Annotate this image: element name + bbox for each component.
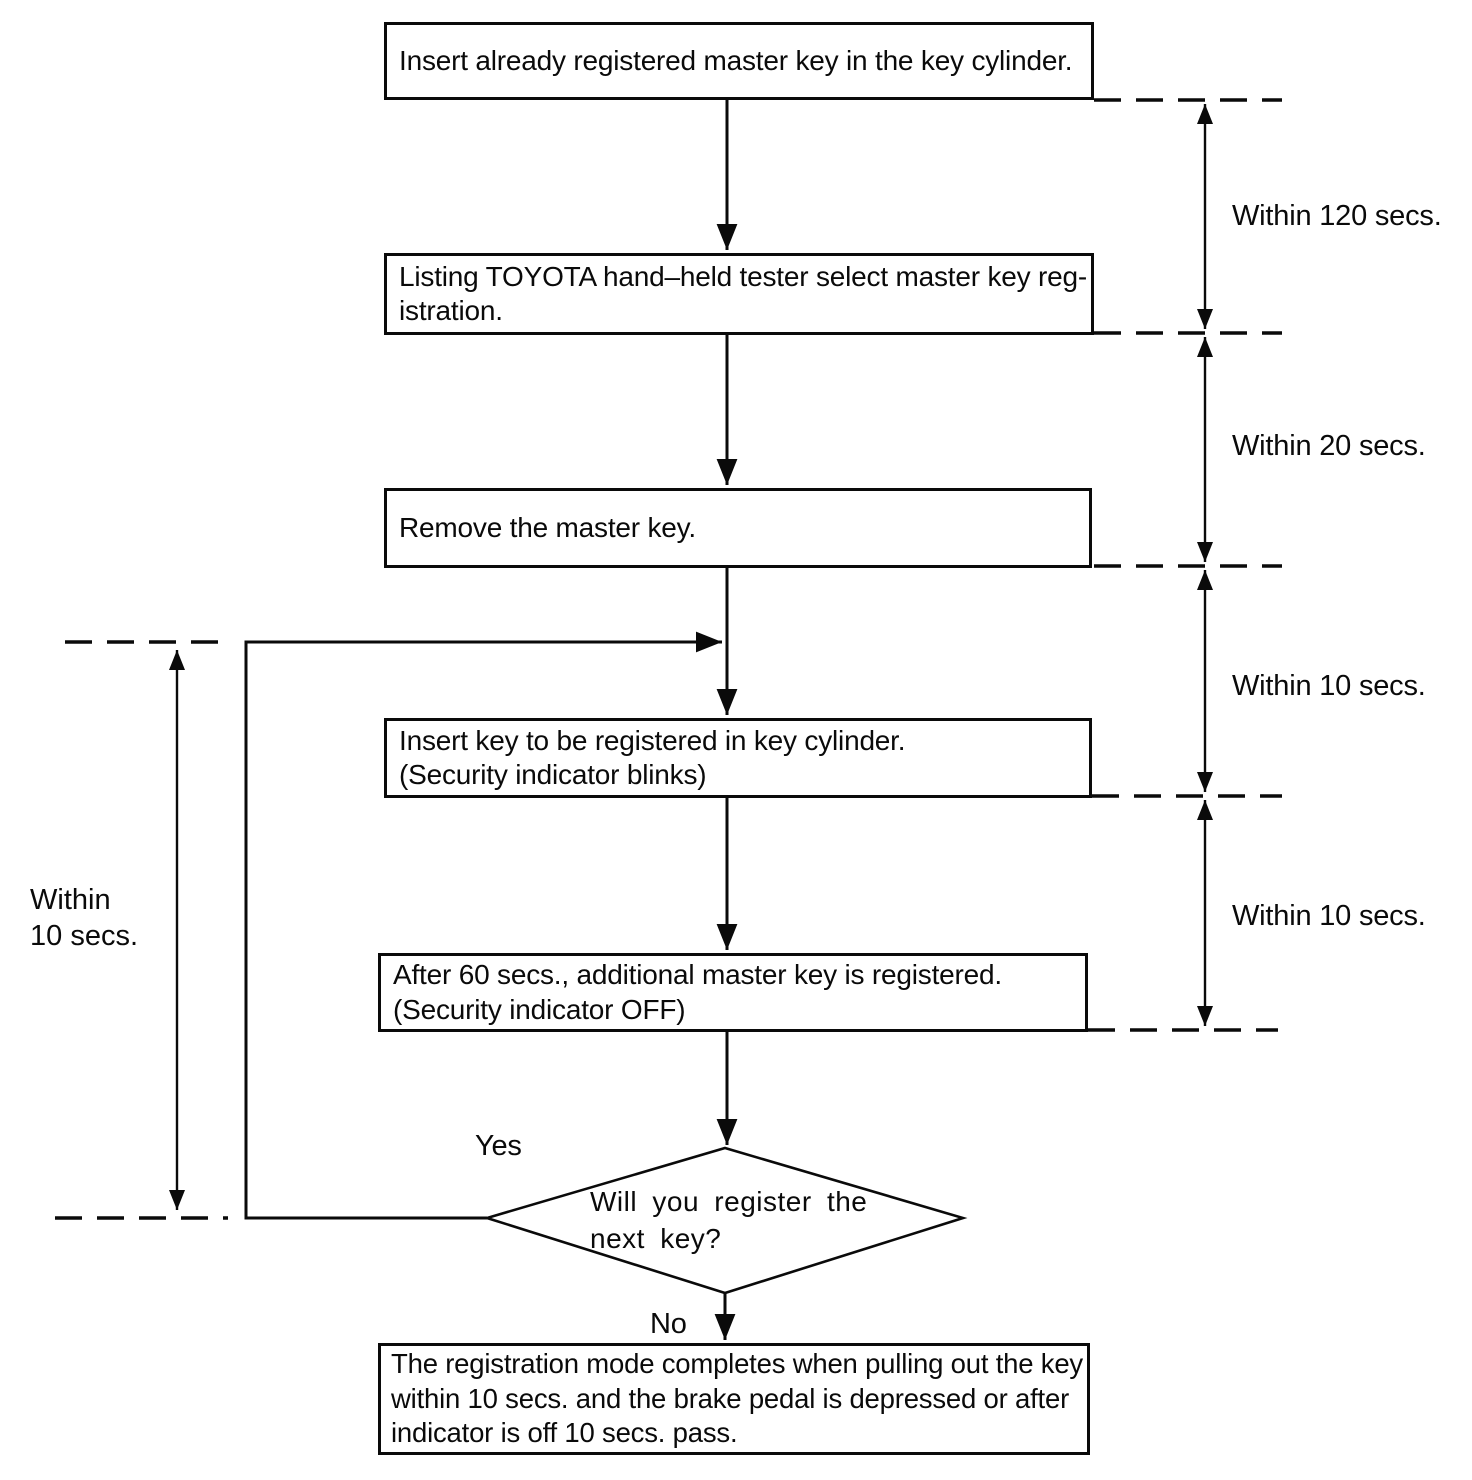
decision-diamond bbox=[482, 1146, 968, 1295]
timing-label-left-10s: Within 10 secs. bbox=[30, 882, 138, 955]
step-text: Remove the master key. bbox=[399, 511, 696, 543]
decision-question: Will you register the next key? bbox=[590, 1184, 867, 1258]
timing-label-120s: Within 120 secs. bbox=[1232, 200, 1442, 232]
decision-question-line: next key? bbox=[590, 1222, 722, 1254]
timing-label-line: 10 secs. bbox=[30, 920, 138, 953]
step-tester-select-registration: Listing TOYOTA hand–held tester select m… bbox=[384, 253, 1094, 335]
left-dashed-guides bbox=[55, 640, 233, 1220]
step-text: (Security indicator blinks) bbox=[399, 759, 707, 790]
terminal-text: indicator is off 10 secs. pass. bbox=[391, 1417, 738, 1449]
terminal-text: The registration mode completes when pul… bbox=[391, 1348, 1083, 1380]
step-text: (Security indicator OFF) bbox=[393, 993, 686, 1025]
terminal-registration-complete: The registration mode completes when pul… bbox=[378, 1343, 1090, 1455]
terminal-text: within 10 secs. and the brake pedal is d… bbox=[391, 1382, 1070, 1414]
yes-branch-label: Yes bbox=[475, 1130, 522, 1162]
step-insert-master-key: Insert already registered master key in … bbox=[384, 22, 1094, 100]
timing-label-line: Within bbox=[30, 884, 111, 916]
step-text: Insert key to be registered in key cylin… bbox=[399, 724, 906, 756]
decision-question-line: Will you register the bbox=[590, 1186, 868, 1217]
right-dashed-guides bbox=[1088, 98, 1282, 1032]
step-text: Listing TOYOTA hand–held tester select m… bbox=[399, 260, 1087, 292]
flow-arrows bbox=[244, 100, 738, 1340]
step-remove-master-key: Remove the master key. bbox=[384, 488, 1092, 568]
timing-label-10s-a: Within 10 secs. bbox=[1232, 670, 1426, 702]
step-text: istration. bbox=[399, 295, 503, 326]
timing-label-10s-b: Within 10 secs. bbox=[1232, 900, 1426, 932]
timing-label-20s: Within 20 secs. bbox=[1232, 430, 1426, 462]
yes-loop-line bbox=[244, 631, 722, 1220]
step-text: Insert already registered master key in … bbox=[399, 44, 1073, 76]
no-branch-label: No bbox=[650, 1308, 687, 1340]
step-insert-key-to-register: Insert key to be registered in key cylin… bbox=[384, 718, 1092, 798]
step-text: After 60 secs., additional master key is… bbox=[393, 959, 1002, 991]
step-key-registered: After 60 secs., additional master key is… bbox=[378, 953, 1088, 1032]
